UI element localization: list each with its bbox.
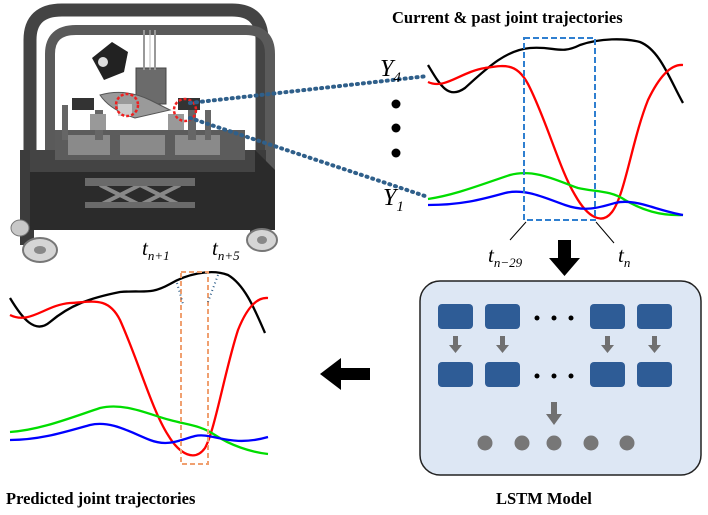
predicted-red-series (9, 296, 269, 457)
predicted-black-series (9, 271, 267, 334)
y1-label: Y1 (383, 185, 404, 215)
predicted-window-box (180, 271, 209, 465)
predicted-trajectories-plot (9, 271, 269, 457)
current-green-series (427, 171, 684, 217)
predicted-green-series (9, 405, 269, 456)
output-node (514, 435, 530, 451)
small-down-arrow-icon (601, 336, 614, 353)
predicted-blue-series (9, 422, 269, 445)
ellipsis-dot (391, 123, 401, 133)
link-line-lower (188, 116, 430, 199)
lstm-model-panel (419, 280, 702, 476)
lstm-model-title: LSTM Model (496, 489, 592, 508)
tn29-label: tn−29 (488, 243, 523, 270)
tn1-label: tn+1 (142, 236, 170, 263)
current-trajectories-plot (427, 38, 685, 220)
lstm-block (590, 304, 625, 329)
lstm-block (438, 304, 473, 329)
current-black-series (427, 38, 685, 104)
ellipsis-dot (391, 148, 401, 158)
tn5-label: tn+5 (212, 236, 240, 263)
lstm-block (590, 362, 625, 387)
small-down-arrow-icon (449, 336, 462, 353)
current-blue-series (427, 190, 684, 217)
current-window-box (523, 37, 596, 221)
down-arrow-icon (549, 240, 580, 276)
tn29-leader (509, 221, 527, 241)
current-trajectories-title: Current & past joint trajectories (392, 8, 623, 27)
output-node (477, 435, 493, 451)
predicted-trajectories-title: Predicted joint trajectories (6, 489, 196, 508)
robot-rig-illustration (10, 3, 278, 263)
small-down-arrow-icon (546, 402, 562, 425)
ellipsis-dot (391, 99, 401, 109)
lstm-ellipsis (534, 315, 574, 379)
lstm-block (485, 362, 520, 387)
joint-marker-right (172, 97, 198, 123)
output-node (583, 435, 599, 451)
joint-marker-left (114, 92, 140, 118)
tn5-leader (207, 274, 219, 303)
output-node (546, 435, 562, 451)
link-line-upper (188, 74, 430, 105)
lstm-blocks-row-1 (438, 304, 672, 329)
lstm-block (485, 304, 520, 329)
lstm-block (637, 362, 672, 387)
lstm-arrows (449, 336, 661, 425)
lstm-output-nodes (477, 435, 635, 451)
lstm-block (637, 304, 672, 329)
output-node (619, 435, 635, 451)
small-down-arrow-icon (496, 336, 509, 353)
left-arrow-icon (320, 358, 370, 390)
tn-leader (595, 221, 615, 244)
small-down-arrow-icon (648, 336, 661, 353)
y4-label: Y4 (380, 56, 401, 86)
current-red-series (427, 63, 684, 220)
tn-label: tn (618, 243, 630, 270)
lstm-blocks-row-2 (438, 362, 672, 387)
lstm-block (438, 362, 473, 387)
